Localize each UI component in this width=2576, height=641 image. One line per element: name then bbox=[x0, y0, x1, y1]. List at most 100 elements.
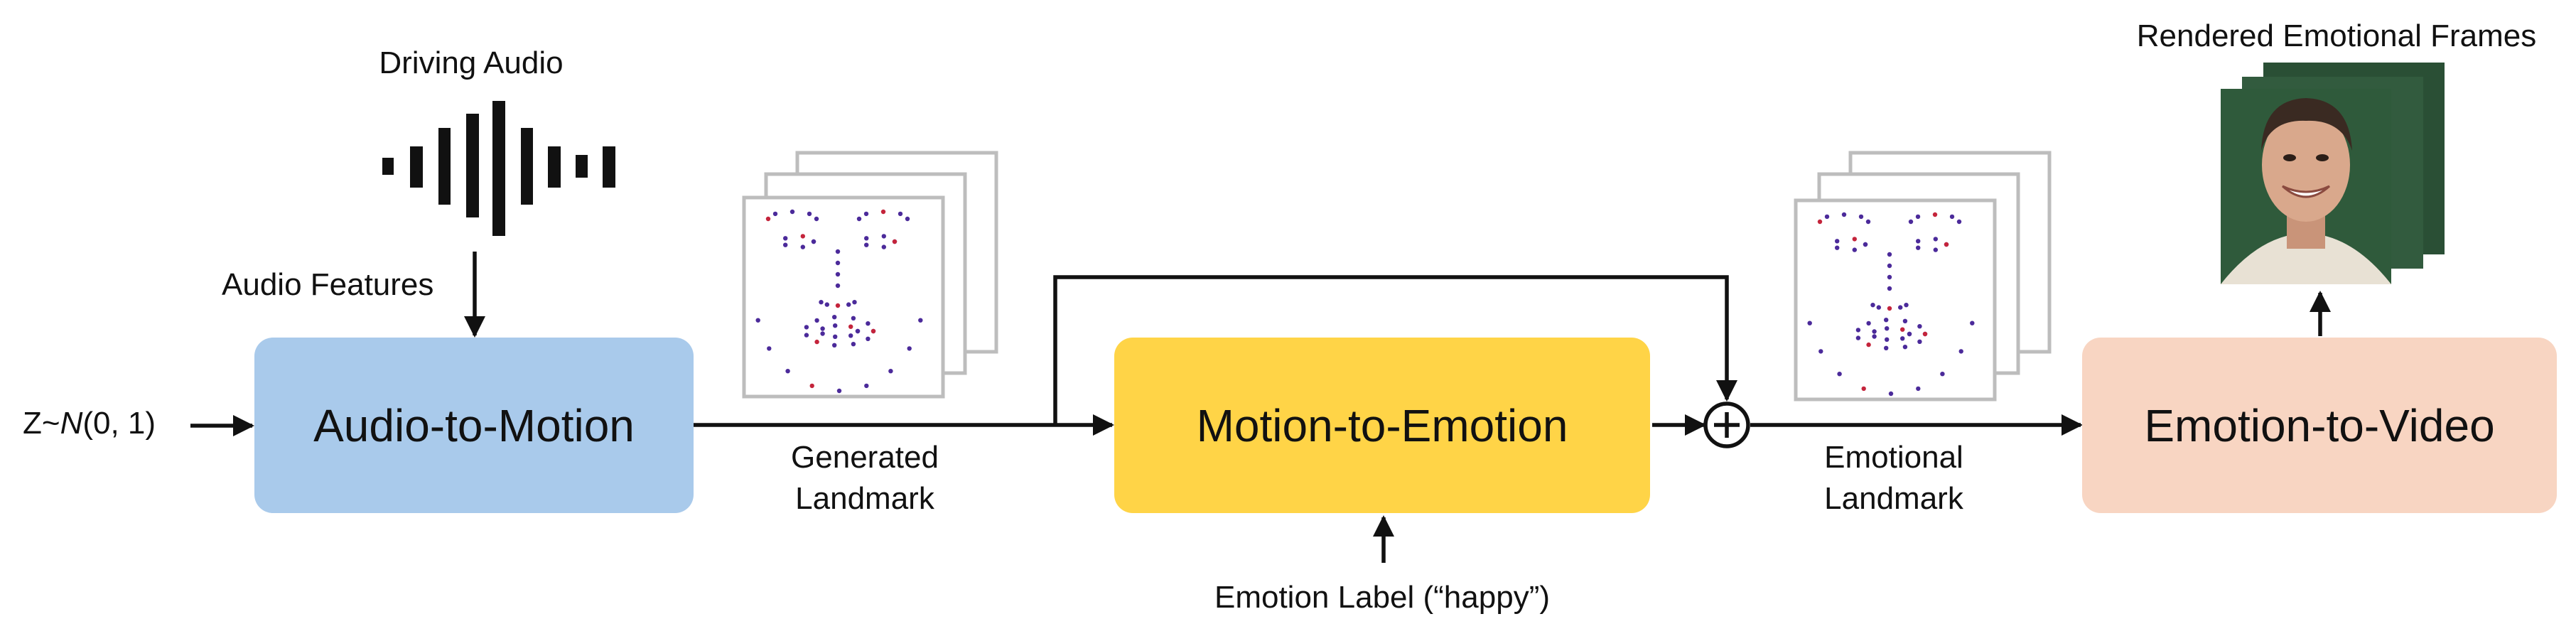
landmark-dot bbox=[1907, 331, 1912, 337]
landmark-dot bbox=[1916, 239, 1921, 244]
landmark-dot bbox=[833, 334, 838, 339]
landmark-dot bbox=[1887, 263, 1892, 269]
landmark-dot bbox=[1835, 245, 1840, 250]
landmark-dot bbox=[800, 244, 805, 249]
landmark-dot bbox=[1866, 342, 1871, 348]
landmark-dot bbox=[1915, 214, 1921, 220]
landmark-dot bbox=[1887, 274, 1892, 280]
landmark-dot bbox=[866, 321, 871, 326]
landmark-dot bbox=[1940, 372, 1945, 377]
landmark-dot bbox=[1866, 320, 1871, 326]
landmark-dot bbox=[848, 333, 853, 338]
landmark-dot bbox=[772, 211, 778, 217]
landmark-dot bbox=[1870, 303, 1875, 308]
landmark-dot bbox=[1855, 328, 1861, 333]
landmark-dot bbox=[1949, 214, 1955, 220]
landmark-dot bbox=[846, 302, 851, 307]
landmark-dots bbox=[755, 209, 923, 394]
landmark-dot bbox=[864, 383, 869, 389]
landmark-dot bbox=[1917, 339, 1922, 344]
landmark-dot bbox=[1944, 242, 1949, 247]
landmark-dot bbox=[1932, 212, 1938, 217]
generated-landmark-label: Generated Landmark bbox=[769, 437, 961, 519]
landmark-dot bbox=[765, 216, 771, 222]
noise-distribution: N bbox=[60, 406, 83, 441]
landmark-dot bbox=[1876, 305, 1881, 310]
landmark-dot bbox=[1916, 245, 1921, 250]
landmark-dot bbox=[1902, 345, 1908, 350]
connectors bbox=[190, 252, 2332, 563]
landmark-dot bbox=[814, 216, 819, 222]
audio-waveform-icon bbox=[382, 101, 615, 236]
landmark-dot bbox=[1872, 334, 1877, 339]
landmark-dot bbox=[811, 239, 817, 244]
rendered-frames-stack bbox=[2221, 63, 2445, 284]
landmark-dot bbox=[783, 242, 788, 247]
landmark-dot bbox=[1855, 335, 1861, 340]
landmark-dot bbox=[1917, 324, 1922, 329]
landmark-dot bbox=[1865, 219, 1871, 225]
landmark-dot bbox=[1888, 391, 1894, 397]
landmark-dot bbox=[804, 325, 809, 330]
landmark-dot bbox=[820, 326, 825, 331]
landmark-dot bbox=[1900, 327, 1905, 332]
landmark-dot bbox=[1861, 386, 1866, 392]
motion-to-emotion-block: Motion-to-Emotion bbox=[1114, 338, 1650, 513]
landmark-dot bbox=[819, 300, 824, 305]
landmark-dot bbox=[888, 369, 893, 374]
landmark-dot bbox=[1841, 212, 1847, 217]
landmark-dot bbox=[832, 343, 837, 348]
noise-input-label: Z~N(0, 1) bbox=[23, 403, 156, 444]
landmark-dot bbox=[1956, 219, 1962, 225]
landmark-dot bbox=[1933, 237, 1938, 242]
landmark-dot bbox=[835, 303, 841, 308]
landmark-dot bbox=[1872, 329, 1877, 334]
driving-audio-label: Driving Audio bbox=[379, 45, 564, 80]
landmark-dot bbox=[814, 339, 819, 345]
landmark-dot bbox=[1887, 286, 1892, 291]
landmark-dot bbox=[1887, 306, 1892, 311]
landmark-dot bbox=[1884, 345, 1889, 350]
landmark-dot bbox=[785, 369, 790, 374]
landmark-dot bbox=[918, 318, 923, 323]
landmark-dot bbox=[1817, 219, 1823, 225]
landmark-dot bbox=[1916, 386, 1921, 392]
arrow-skip-connection bbox=[1053, 275, 1738, 425]
generated-landmark-line1: Generated bbox=[791, 440, 939, 475]
landmark-dot bbox=[1902, 318, 1908, 323]
landmark-dot bbox=[1887, 252, 1892, 257]
landmark-dot bbox=[1835, 239, 1840, 244]
landmark-dot bbox=[807, 211, 812, 217]
landmark-dot bbox=[1885, 326, 1890, 331]
landmark-dot bbox=[804, 333, 809, 338]
landmark-dot bbox=[1852, 247, 1857, 252]
landmark-dot bbox=[835, 249, 841, 254]
landmark-dot bbox=[898, 211, 903, 217]
emotion-label-caption: Emotion Label (“happy”) bbox=[1214, 580, 1550, 615]
emotion-to-video-block: Emotion-to-Video bbox=[2082, 338, 2557, 513]
landmark-dot bbox=[809, 383, 814, 389]
emotional-landmark-line1: Emotional bbox=[1824, 440, 1963, 475]
landmark-dot bbox=[881, 234, 886, 239]
landmark-dot bbox=[1885, 337, 1890, 342]
landmark-dot bbox=[789, 209, 795, 215]
noise-params: (0, 1) bbox=[82, 406, 156, 441]
landmark-dot bbox=[835, 283, 841, 289]
landmark-dot bbox=[824, 302, 829, 307]
landmark-dot bbox=[783, 236, 788, 241]
noise-prefix: Z~ bbox=[23, 406, 60, 441]
landmark-dot bbox=[851, 316, 856, 320]
landmark-dot bbox=[1900, 336, 1905, 341]
landmark-dot bbox=[1807, 320, 1812, 325]
landmark-dot bbox=[833, 323, 838, 328]
landmark-dot bbox=[1824, 214, 1830, 220]
landmark-dot bbox=[856, 216, 862, 222]
landmark-dot bbox=[871, 328, 876, 334]
landmark-dot bbox=[1958, 349, 1963, 354]
landmark-dot bbox=[836, 388, 842, 394]
generated-landmark-stack bbox=[742, 151, 998, 399]
landmark-dot bbox=[863, 211, 869, 217]
landmark-dot bbox=[800, 234, 805, 239]
landmark-dot bbox=[852, 300, 857, 305]
